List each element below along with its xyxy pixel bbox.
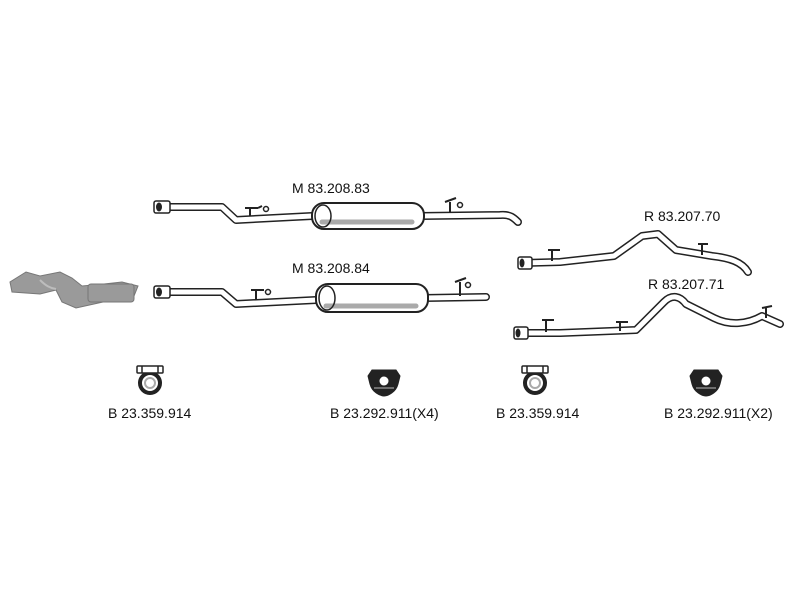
rear-pipe-bottom[interactable] <box>513 293 784 340</box>
part-label-clamp-2: B 23.359.914 <box>496 405 580 421</box>
rubber-mount-icon[interactable] <box>689 369 723 397</box>
muffler-assembly-top[interactable] <box>153 197 522 230</box>
exhaust-front-pipe-ghost-icon <box>9 271 139 309</box>
part-label-mount-1: B 23.292.911(X4) <box>330 405 439 421</box>
part-label-rear-pipe-top: R 83.207.70 <box>644 208 721 224</box>
part-label-mount-2: B 23.292.911(X2) <box>664 405 773 421</box>
muffler-assembly-bottom[interactable] <box>153 277 490 313</box>
ring-clamp-icon[interactable] <box>521 365 549 395</box>
rubber-mount-icon[interactable] <box>367 369 401 397</box>
part-label-clamp-1: B 23.359.914 <box>108 405 192 421</box>
rear-pipe-top[interactable] <box>517 230 752 276</box>
part-label-muffler-bottom: M 83.208.84 <box>292 260 370 276</box>
ring-clamp-icon[interactable] <box>136 365 164 395</box>
part-label-muffler-top: M 83.208.83 <box>292 180 370 196</box>
part-label-rear-pipe-bottom: R 83.207.71 <box>648 276 725 292</box>
